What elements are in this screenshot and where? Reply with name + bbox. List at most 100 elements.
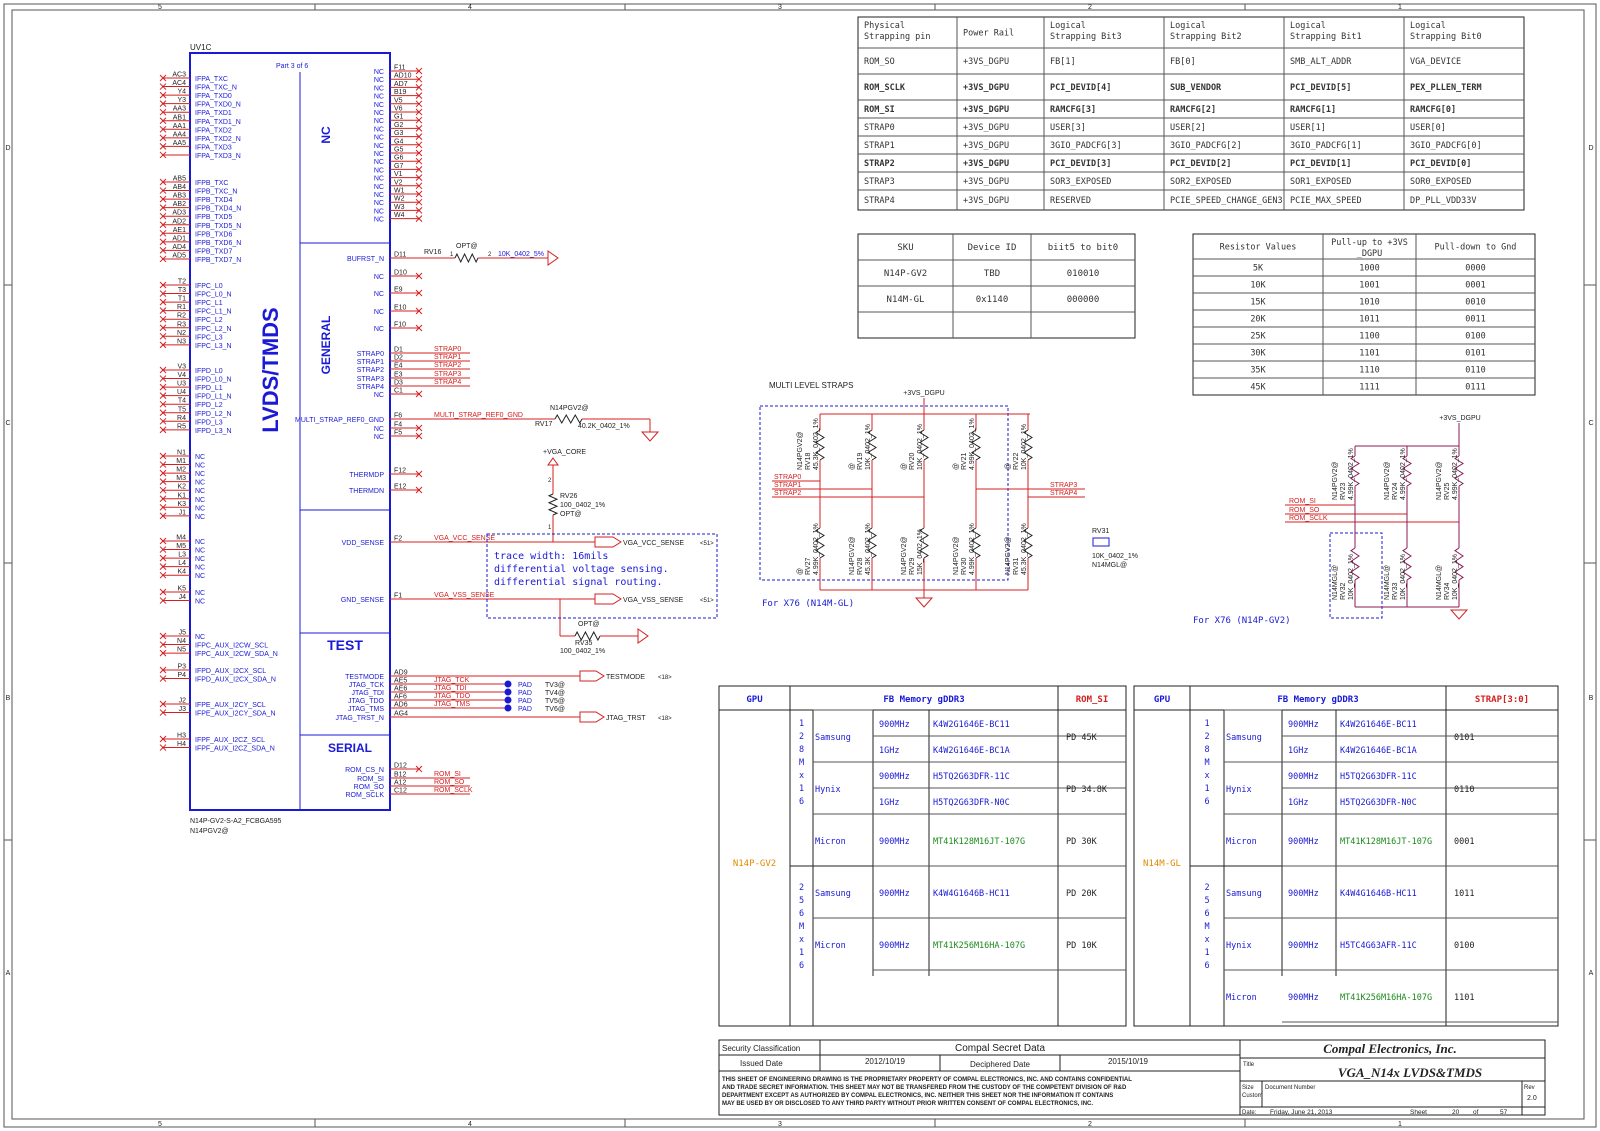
test-pad xyxy=(504,704,512,712)
net-label: JTAG_TDI xyxy=(434,685,467,692)
frame-col-label: 4 xyxy=(468,1121,472,1128)
frame-row-label: A xyxy=(1589,970,1594,977)
pin-ball: N2 xyxy=(177,330,186,337)
no-connect-mark xyxy=(159,100,167,108)
resistor_table-header: _DGPU xyxy=(1357,249,1383,259)
disclaimer-line: MAY BE USED BY OR DISCLOSED TO ANY THIRD… xyxy=(722,1101,1093,1107)
mem-group-char: M xyxy=(1204,922,1209,932)
pin-name: JTAG_TDO xyxy=(348,698,385,705)
resistor_table-cell: 0110 xyxy=(1465,366,1485,376)
block-title-test: TEST xyxy=(327,637,363,653)
wire xyxy=(415,215,423,222)
mem-freq: 900MHz xyxy=(879,837,910,847)
pin-name: NC xyxy=(195,539,205,546)
no-connect-mark xyxy=(159,134,167,142)
wire xyxy=(415,84,423,91)
pin-name: NC xyxy=(195,590,205,597)
pullup-value: 10K_0402_1% xyxy=(917,424,924,470)
sku_table-cell: 0x1140 xyxy=(976,295,1009,305)
pin-name: IFPA_TXD1_N xyxy=(195,119,241,126)
resistor_table-cell: 1100 xyxy=(1359,332,1379,342)
no-connect-mark xyxy=(159,597,167,604)
no-connect-mark xyxy=(159,469,167,477)
pin-ball: W4 xyxy=(394,212,405,219)
wire xyxy=(415,432,423,440)
pin-name: NC xyxy=(195,480,205,487)
mem-part: H5TQ2G63DFR-N0C xyxy=(1340,798,1417,808)
rv17-value: 40.2K_0402_1% xyxy=(578,423,630,430)
pin-name: IFPE_AUX_I2CY_SDA_N xyxy=(195,711,276,718)
strap_table-cell: +3VS_DGPU xyxy=(963,123,1009,133)
test-pad xyxy=(504,696,512,704)
pin-name: IFPC_AUX_I2CW_SDA_N xyxy=(195,651,278,658)
of-value: 57 xyxy=(1500,1109,1508,1116)
pin-name: NC xyxy=(374,184,384,191)
rom-pullup-value: 4.99K_0402_1% xyxy=(1400,448,1407,500)
strap_table-cell: PEX_PLLEN_TERM xyxy=(1410,83,1482,93)
pullup-opt: @ xyxy=(849,463,856,470)
wire xyxy=(415,207,423,214)
strap_table-cell: STRAP3 xyxy=(864,177,895,187)
pin-ball: B19 xyxy=(394,89,407,96)
company-name: Compal Electronics, Inc. xyxy=(1323,1041,1457,1056)
pin-name: IFPF_AUX_I2CZ_SCL xyxy=(195,737,265,744)
wire xyxy=(415,157,423,165)
resistor-symbol xyxy=(867,527,877,559)
strap_table-header: Logical xyxy=(1050,21,1086,31)
mem-freq: 1GHz xyxy=(879,746,899,756)
sku_table-cell: N14M-GL xyxy=(887,295,925,305)
strap_table-cell: USER[0] xyxy=(1410,123,1446,133)
net-label: JTAG_TDO xyxy=(434,693,471,700)
no-connect-mark xyxy=(159,74,167,82)
frame-row-label: A xyxy=(6,970,11,977)
rom-pullup-value: 4.99K_0402_1% xyxy=(1452,448,1459,500)
strap_table-header: Physical xyxy=(864,21,905,31)
rv31-opt: N14MGL@ xyxy=(1092,562,1127,569)
pin-name: NC xyxy=(374,126,384,133)
pin-name: NC xyxy=(195,556,205,563)
pin-ball: AD2 xyxy=(172,218,186,225)
resistor_table-cell: 20K xyxy=(1250,315,1266,325)
no-connect-mark xyxy=(159,417,167,425)
pin-ball: W3 xyxy=(394,204,405,211)
net-label: VGA_VCC_SENSE xyxy=(434,535,495,542)
strap_table-cell: SOR0_EXPOSED xyxy=(1410,177,1471,187)
resistor-symbol xyxy=(919,527,929,559)
pin-ball: K4 xyxy=(177,569,186,576)
resistor_table-header: Resistor Values xyxy=(1220,243,1297,253)
no-connect-mark xyxy=(159,238,167,246)
no-connect-mark xyxy=(159,675,167,682)
pulldown-opt: N14PGV2@ xyxy=(953,536,960,575)
pin-name: IFPF_AUX_I2CZ_SDA_N xyxy=(195,746,275,753)
pin-ball: D3 xyxy=(394,380,403,387)
pin-name: NC xyxy=(195,634,205,641)
no-connect-mark xyxy=(159,324,167,332)
pin-ball: F11 xyxy=(394,65,406,72)
strap_table-cell: +3VS_DGPU xyxy=(963,141,1009,151)
net-label: STRAP3 xyxy=(434,371,461,378)
strap_table-header: Power Rail xyxy=(963,29,1014,39)
x76-gl-label: For X76 (N14M-GL) xyxy=(762,599,854,609)
pin-name: GND_SENSE xyxy=(341,597,385,604)
pin-ball: G2 xyxy=(394,122,403,129)
rv16-pin: 2 xyxy=(488,252,492,258)
resistor_table-cell: 0111 xyxy=(1465,383,1485,393)
no-connect-mark xyxy=(159,563,167,571)
resistor_table-cell: 0000 xyxy=(1465,264,1485,274)
resistor_table-header: Pull-down to Gnd xyxy=(1435,243,1517,253)
testpoint-ref: TV4@ xyxy=(545,690,565,697)
mem-group-char: M xyxy=(1204,758,1209,768)
port-ref: <18> xyxy=(658,675,672,681)
mem-group-char: 2 xyxy=(1204,732,1209,742)
pin-name: NC xyxy=(195,497,205,504)
no-connect-mark xyxy=(159,571,167,579)
pin-name: NC xyxy=(374,110,384,117)
pin-name: NC xyxy=(374,159,384,166)
wire xyxy=(415,116,423,124)
pin-ball: E4 xyxy=(394,363,403,370)
outer-border xyxy=(3,3,1597,1128)
rv16-resistor xyxy=(454,252,479,264)
